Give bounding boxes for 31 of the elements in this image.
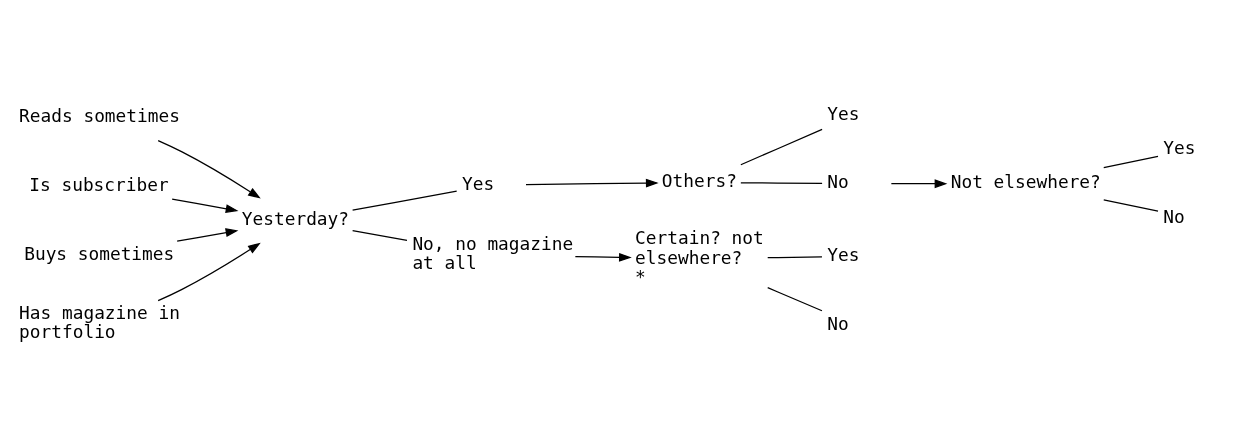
- node-text: Buys sometimes: [24, 242, 175, 264]
- node-text: Yes: [827, 102, 860, 124]
- node-text: Yesterday?: [241, 207, 350, 229]
- node-text: Others?: [661, 169, 737, 191]
- node-text: Not elsewhere?: [950, 170, 1101, 192]
- connector: [740, 181, 823, 184]
- connector: [767, 255, 823, 258]
- connector: [1103, 198, 1159, 212]
- node-text: No: [827, 170, 849, 192]
- connector: [1103, 155, 1159, 168]
- node-text: Certain? not elsewhere? *: [635, 226, 764, 287]
- connector: [767, 286, 823, 311]
- node-text: Yes: [462, 172, 495, 194]
- arrow: [574, 252, 632, 262]
- node-text: No: [1163, 205, 1185, 227]
- connector: [352, 229, 408, 241]
- node-text: Has magazine in portfolio: [19, 301, 180, 342]
- node-text: Yes: [1163, 136, 1196, 158]
- node-text: Yes: [827, 243, 860, 265]
- arrow: [171, 198, 239, 213]
- arrow: [890, 178, 948, 188]
- arrow: [525, 178, 659, 188]
- arrow: [157, 139, 261, 199]
- connector: [740, 128, 823, 165]
- node-text: Reads sometimes: [19, 104, 180, 126]
- connector: [352, 190, 458, 211]
- node-text: No: [827, 312, 849, 334]
- node-text: No, no magazine at all: [412, 232, 574, 273]
- arrow: [157, 242, 261, 301]
- node-text: Is subscriber: [29, 173, 169, 195]
- arrow: [176, 227, 239, 242]
